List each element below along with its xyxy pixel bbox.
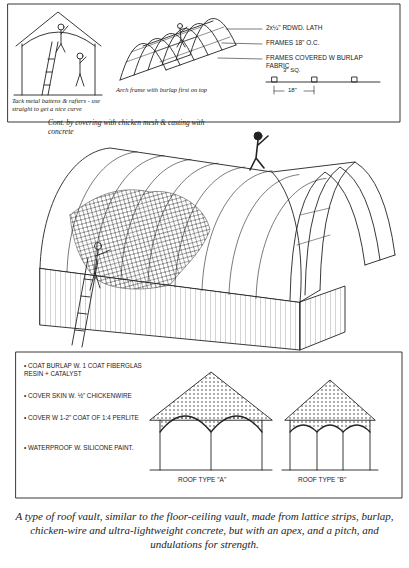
- callout-text: FRAMES COVERED W BURLAP FABRIC: [266, 54, 376, 70]
- arch-frame-sketch: [120, 18, 236, 80]
- lath-strip: [229, 175, 299, 295]
- chicken-mesh: [70, 190, 210, 289]
- lath-strips: [67, 152, 326, 299]
- roof-section-b: [282, 380, 378, 470]
- lath-strip: [202, 171, 272, 291]
- section-label: ROOF TYPE "B": [298, 476, 346, 484]
- lath-detail: [266, 77, 380, 94]
- leader-line: [218, 29, 262, 59]
- top-panel: [8, 4, 400, 122]
- handwritten-note: Cont. by covering with chicken mesh & ca…: [48, 118, 228, 136]
- exposed-frames: [272, 162, 395, 302]
- section-label: ROOF TYPE "A": [178, 476, 226, 484]
- step-note: • COVER W 1-2" COAT OF 1:4 PERLITE: [24, 414, 139, 422]
- step-note: • COVER SKIN W. ½" CHICKENWIRE: [24, 392, 132, 400]
- dimension: 18": [288, 87, 297, 94]
- step-note: • WATERPROOF W. SILICONE PAINT.: [24, 444, 134, 452]
- callout-text: 2x¼" RDWD. LATH: [266, 24, 322, 32]
- step-note: • COAT BURLAP W. 1 COAT FIBERGLAS RESIN …: [24, 362, 146, 377]
- workers: [72, 132, 268, 347]
- house-section: [14, 12, 102, 95]
- handwritten-note: Arch frame with burlap first on top: [116, 86, 207, 94]
- handwritten-note: Tack metal battens & rafters - use strai…: [12, 97, 112, 113]
- dimension: 3" SQ.: [283, 67, 300, 74]
- figure-caption: A type of roof vault, similar to the flo…: [14, 510, 395, 551]
- vault-surface: [40, 148, 301, 302]
- roof-section-a: [150, 372, 272, 470]
- callout-text: FRAMES 18" O.C.: [266, 39, 320, 47]
- bottom-panel: [16, 352, 402, 498]
